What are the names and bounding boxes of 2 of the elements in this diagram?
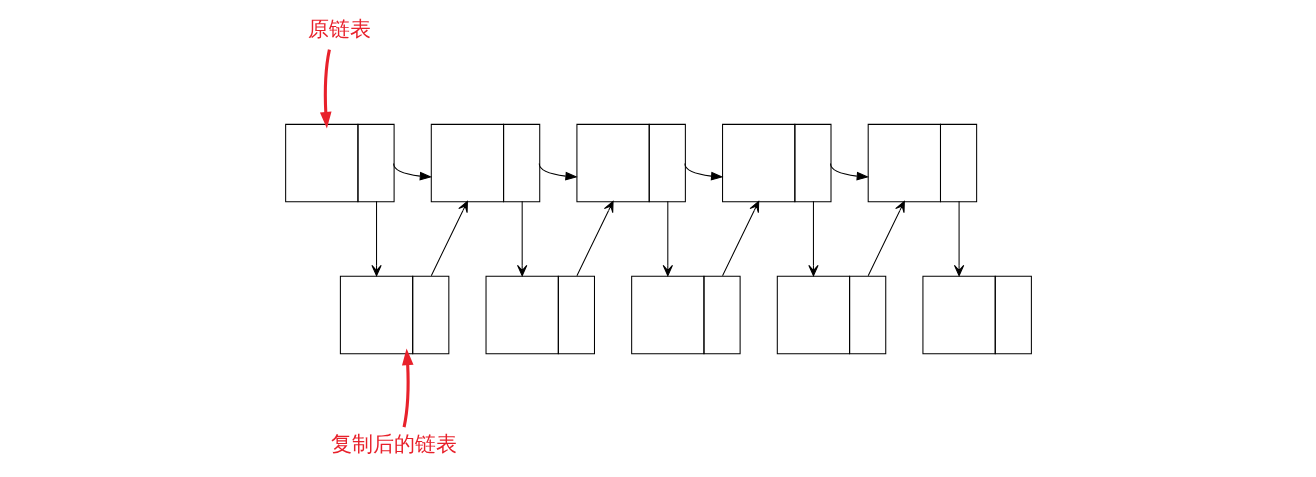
node-text: 原链表 bbox=[307, 17, 371, 42]
node-text: 复制后的链表 bbox=[331, 432, 458, 457]
